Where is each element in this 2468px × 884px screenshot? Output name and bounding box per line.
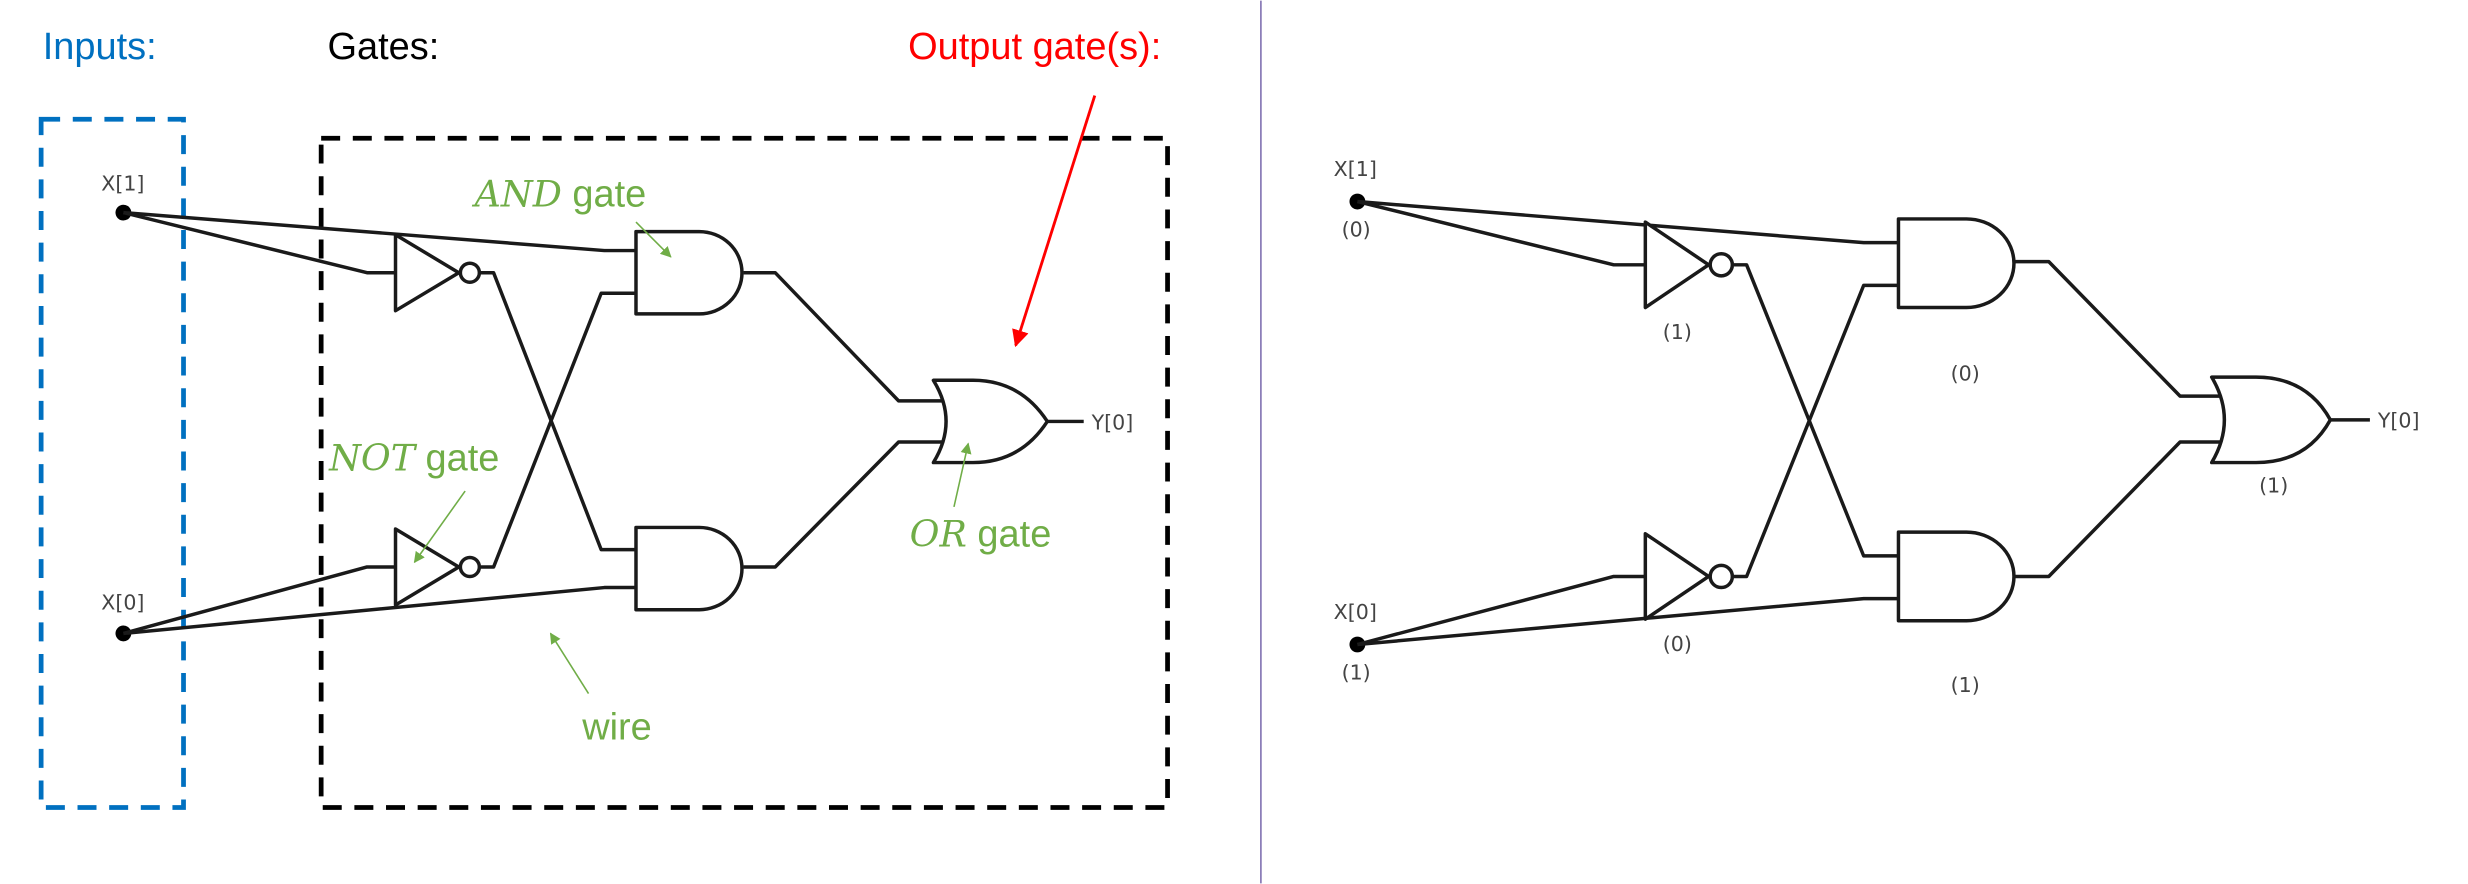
- wire-text: wire: [581, 706, 652, 748]
- not-italic: NOT: [328, 436, 418, 479]
- svg-text:NOT gate: NOT gate: [328, 436, 499, 479]
- right-panel: X[1] (0) X[0] (1) (1) (0) (0) (1) (1) Y[…: [1334, 157, 2420, 697]
- output-label: Y[0]: [2377, 409, 2420, 433]
- wire-x0-to-not2: [122, 565, 396, 636]
- wire-x0-to-and2: [1357, 596, 1899, 647]
- not-gate-text: gate: [415, 437, 499, 479]
- left-circuit: X[1] X[0] Y[0]: [101, 171, 1134, 642]
- input-node-x1: [1349, 193, 1366, 210]
- not-gate-1-bubble: [1708, 251, 1735, 278]
- and-gate-2-value: (1): [1951, 673, 1980, 697]
- wire-not2-to-and1: [480, 291, 636, 569]
- and-gate-annotation: AND gate: [472, 172, 672, 258]
- and-gate-2: [634, 525, 744, 612]
- not-gate-2-bubble: [1708, 563, 1735, 590]
- output-label: Y[0]: [1091, 410, 1134, 434]
- not-gate-arrow: [413, 490, 466, 564]
- wire-not1-to-and2: [1733, 263, 1899, 558]
- and-gate-2: [1896, 530, 2016, 623]
- or-italic: OR: [910, 512, 967, 555]
- or-gate-arrow: [953, 442, 972, 508]
- left-panel: Inputs: Gates: Output gate(s): X[1] X[0]: [38, 26, 1170, 810]
- and-gate-1: [634, 229, 744, 316]
- wire-arrow: [549, 632, 590, 694]
- svg-text:OR gate: OR gate: [910, 512, 1052, 555]
- or-gate-text: gate: [967, 513, 1051, 555]
- input-label-x1: X[1]: [1334, 157, 1377, 181]
- wire-x1-to-not1: [122, 210, 396, 275]
- output-gate-arrow: [1012, 95, 1097, 348]
- wire-not2-to-and1: [1733, 283, 1899, 579]
- not-gate-2: [1643, 532, 1711, 621]
- wire-annotation: wire: [549, 632, 652, 748]
- not-gate-1-bubble: [458, 261, 482, 284]
- or-gate-value: (1): [2259, 474, 2288, 498]
- input-label-x1: X[1]: [101, 171, 144, 195]
- gates-box: [318, 135, 1170, 810]
- wire-not1-to-and2: [480, 270, 636, 552]
- svg-text:AND gate: AND gate: [472, 172, 647, 215]
- and-gate-arrow: [635, 221, 672, 258]
- wire-x1-to-not1: [1356, 199, 1646, 267]
- and-gate-1-value: (0): [1951, 361, 1980, 385]
- and-gate-text: gate: [562, 173, 646, 215]
- not-gate-annotation: NOT gate: [328, 436, 499, 564]
- and-gate-1: [1896, 217, 2016, 310]
- output-gates-heading: Output gate(s):: [908, 26, 1161, 68]
- input-label-x0: X[0]: [1334, 600, 1377, 624]
- wire-x1-to-and1: [123, 210, 636, 253]
- wire-and1-to-or: [743, 270, 947, 403]
- or-gate: [2209, 375, 2333, 465]
- wire-and2-to-or: [2012, 440, 2225, 579]
- or-gate: [931, 378, 1050, 465]
- and-italic: AND: [472, 172, 562, 215]
- not-gate-1: [393, 233, 461, 313]
- not-gate-2-value: (0): [1663, 632, 1692, 656]
- wire-x0-to-not2: [1356, 574, 1646, 647]
- inputs-box: [38, 116, 186, 810]
- not-gate-1: [1643, 220, 1711, 310]
- wire-and1-to-or: [2012, 259, 2225, 398]
- or-gate-annotation: OR gate: [910, 442, 1052, 555]
- wire-and2-to-or: [743, 440, 947, 569]
- not-gate-2: [393, 527, 461, 607]
- input-label-x0: X[0]: [101, 591, 144, 615]
- not-gate-2-bubble: [458, 555, 482, 579]
- not-gate-1-value: (1): [1663, 320, 1692, 344]
- gates-heading: Gates:: [327, 26, 439, 68]
- input-value-x1: (0): [1342, 217, 1371, 241]
- wire-x1-to-and1: [1357, 199, 1899, 245]
- wire-x0-to-and2: [123, 585, 636, 636]
- input-value-x0: (1): [1342, 660, 1371, 684]
- inputs-heading: Inputs:: [43, 26, 157, 68]
